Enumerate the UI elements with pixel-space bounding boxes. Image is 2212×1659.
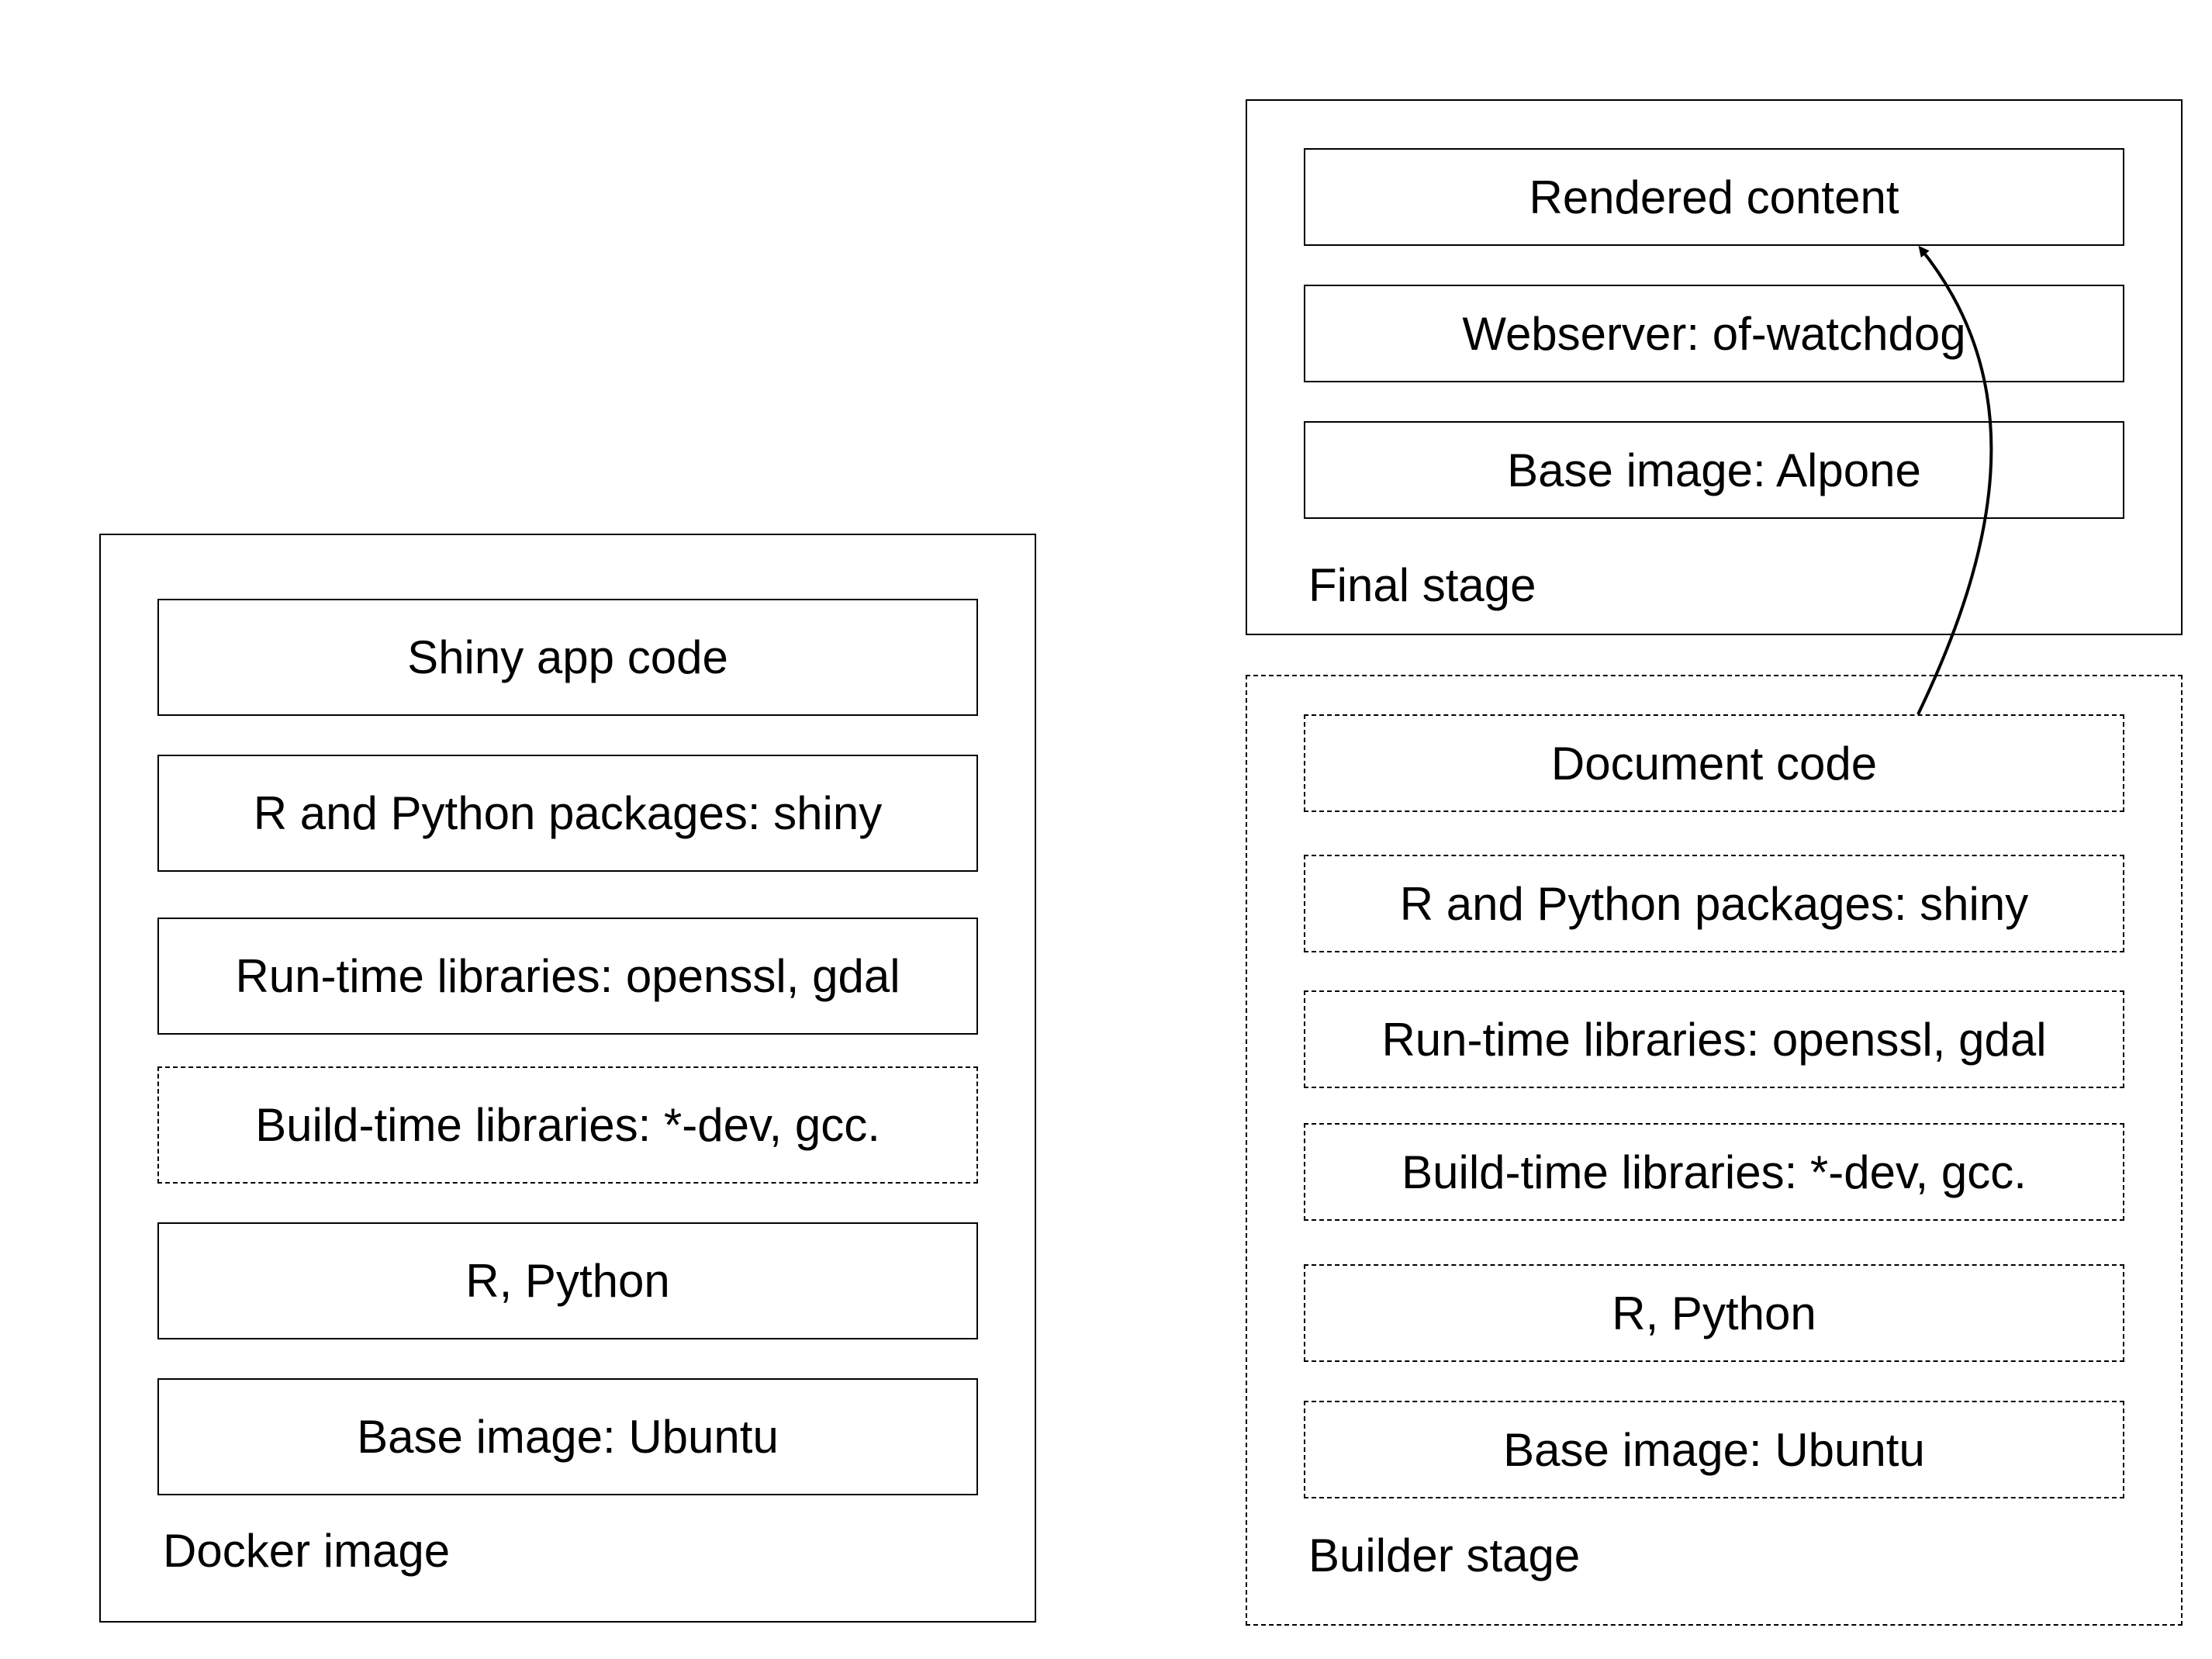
final-stage-container: [1246, 99, 2183, 635]
builder-stage-container: [1246, 675, 2183, 1626]
final-layer-webserver: Webserver: of-watchdog: [1304, 285, 2124, 382]
builder-layer-packages: R and Python packages: shiny: [1304, 855, 2124, 952]
docker-image-label: Docker image: [163, 1525, 451, 1577]
final-layer-rendered-content: Rendered content: [1304, 148, 2124, 246]
final-stage-label: Final stage: [1308, 559, 1536, 611]
docker-image-container: [99, 534, 1036, 1623]
builder-layer-r-python: R, Python: [1304, 1264, 2124, 1362]
final-layer-base-image: Base image: Alpone: [1304, 421, 2124, 519]
docker-layer-r-python: R, Python: [157, 1222, 978, 1339]
docker-layer-shiny-app-code: Shiny app code: [157, 599, 978, 716]
docker-layer-runtime-libraries: Run-time libraries: openssl, gdal: [157, 918, 978, 1035]
builder-layer-runtime-libraries: Run-time libraries: openssl, gdal: [1304, 990, 2124, 1088]
builder-layer-base-image: Base image: Ubuntu: [1304, 1401, 2124, 1498]
builder-stage-label: Builder stage: [1308, 1529, 1581, 1581]
docker-layer-base-image: Base image: Ubuntu: [157, 1378, 978, 1495]
builder-layer-document-code: Document code: [1304, 714, 2124, 812]
builder-layer-buildtime-libraries: Build-time libraries: *-dev, gcc.: [1304, 1123, 2124, 1221]
docker-layer-buildtime-libraries: Build-time libraries: *-dev, gcc.: [157, 1066, 978, 1184]
docker-layer-packages: R and Python packages: shiny: [157, 755, 978, 872]
